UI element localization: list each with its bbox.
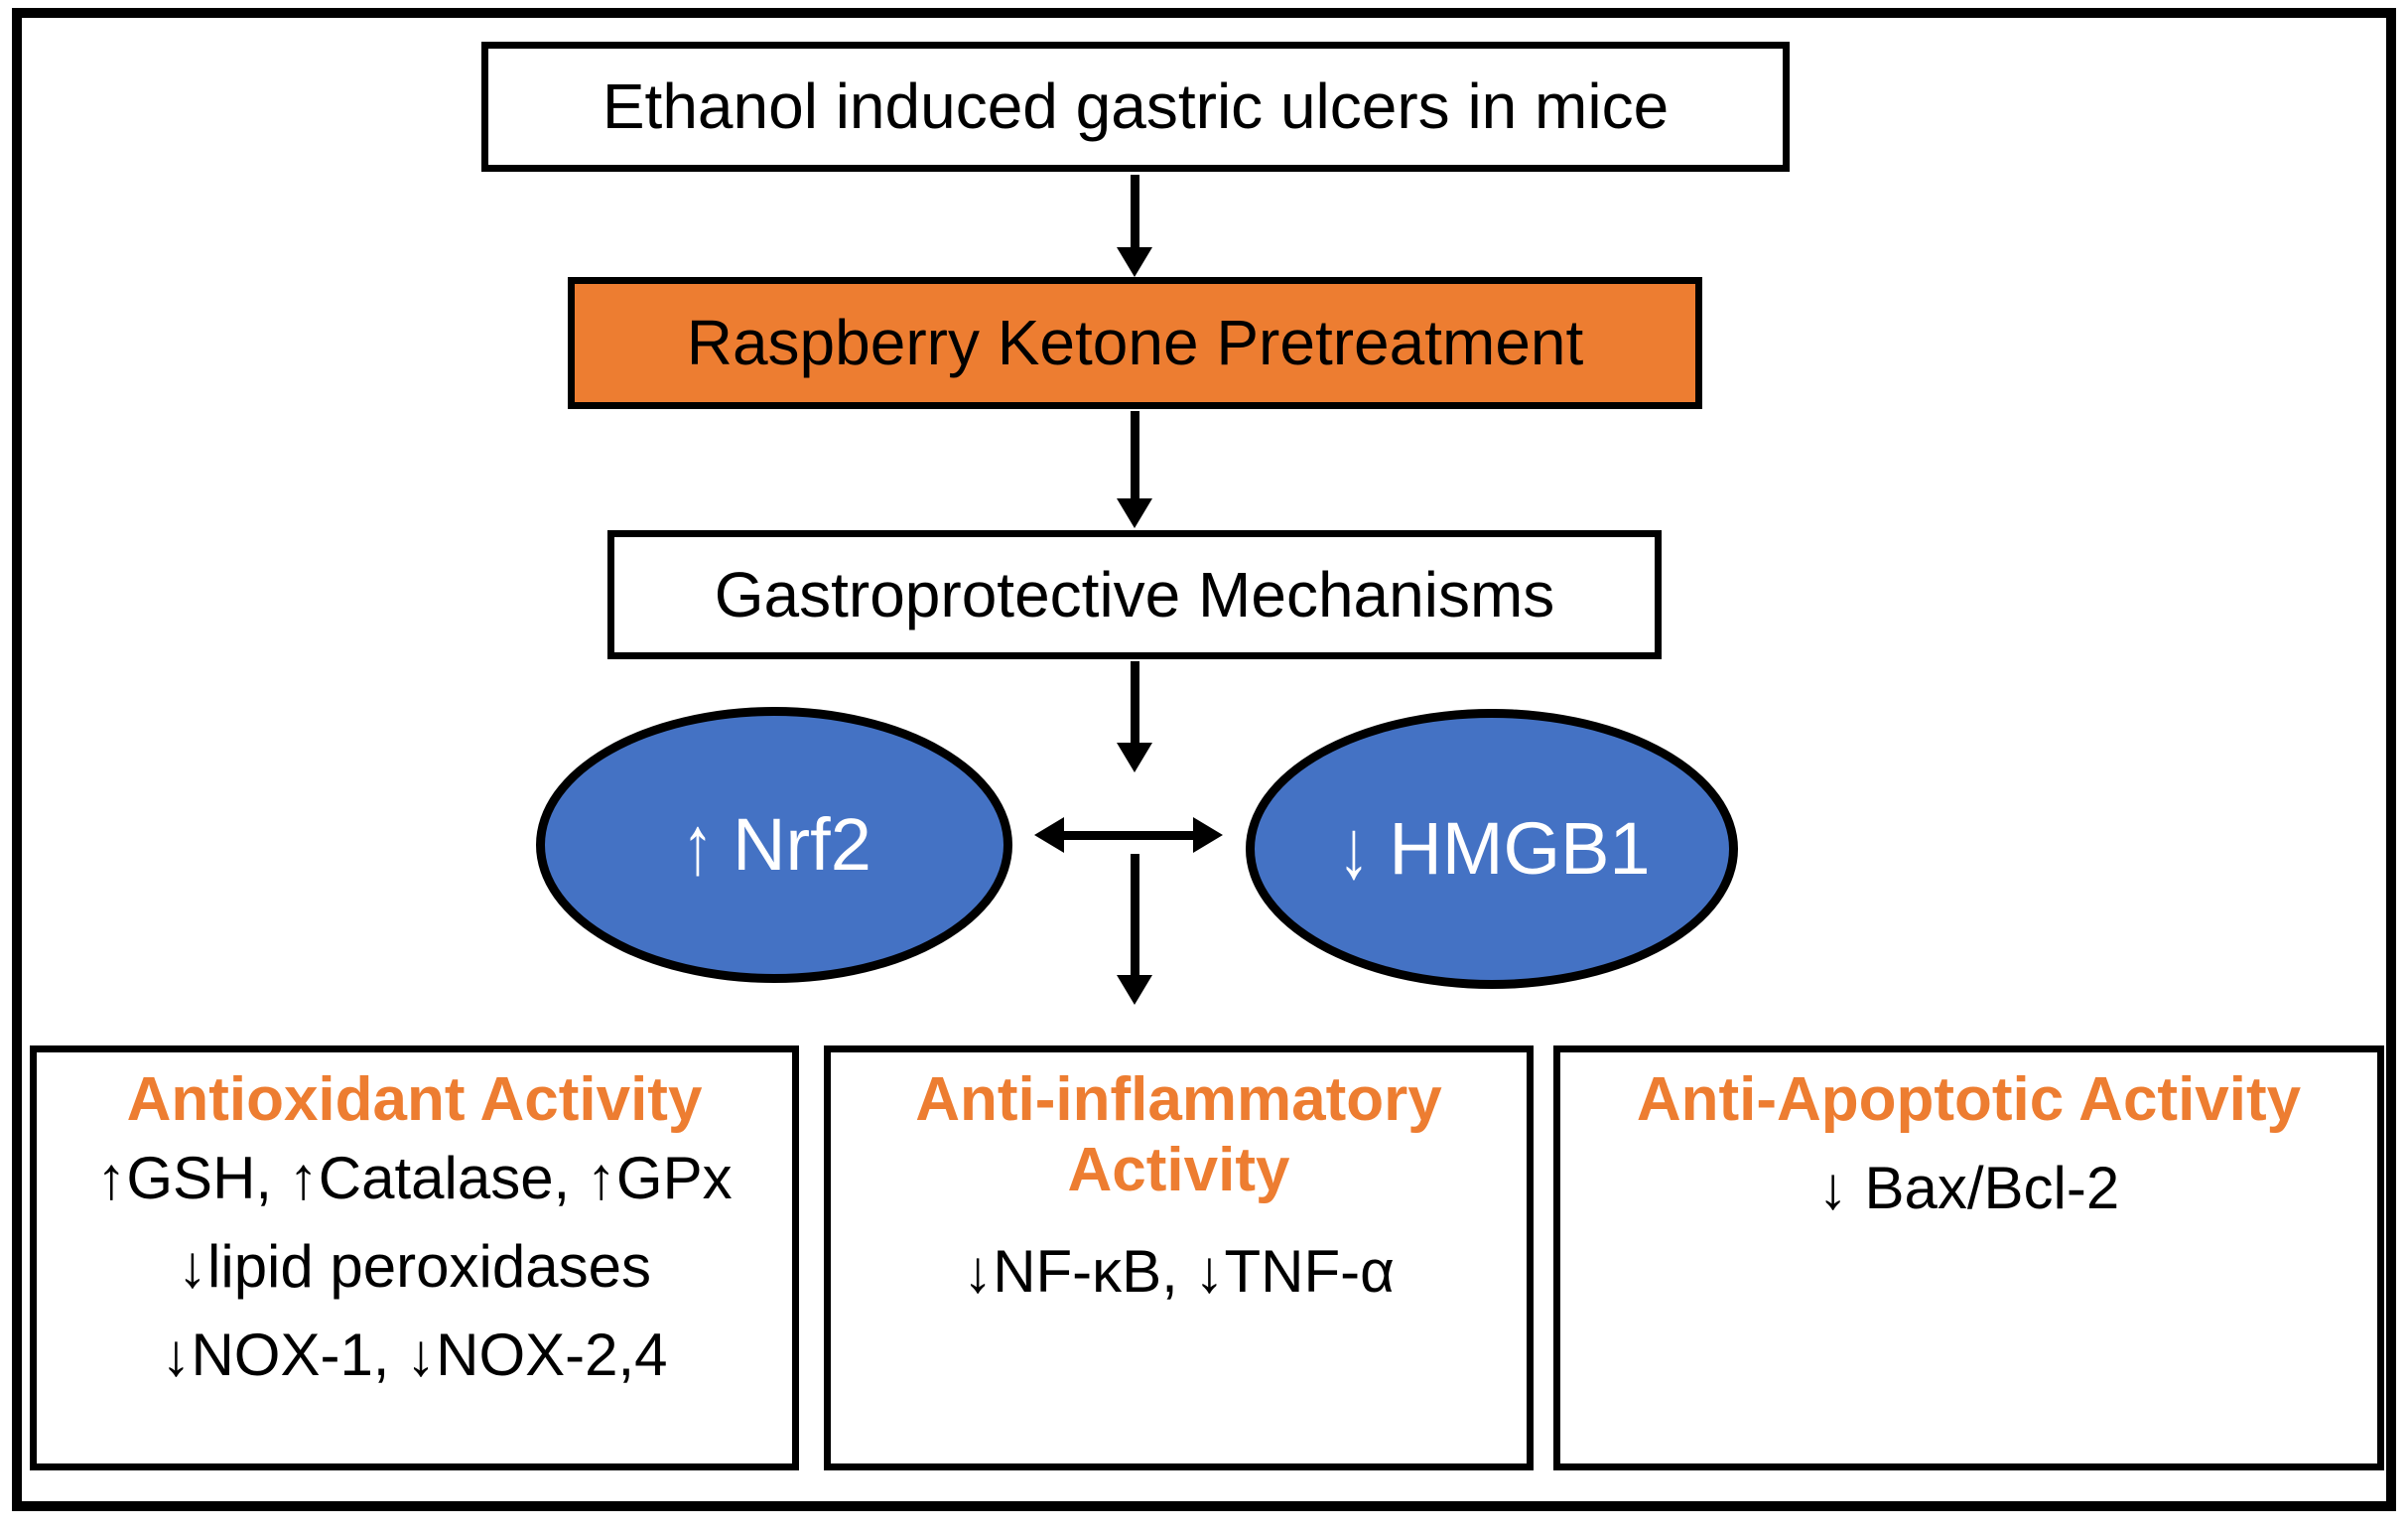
- antioxidant-line-3: ↓NOX-1, ↓NOX-2,4: [161, 1321, 668, 1388]
- anti-inflammatory-line-1: ↓NF-κB, ↓TNF-α: [963, 1237, 1395, 1305]
- anti-apoptotic-activity-title: Anti-Apoptotic Activity: [1636, 1065, 2302, 1134]
- arrow-head-left: [1034, 817, 1064, 853]
- arrow-down-icon-1: [1117, 175, 1152, 277]
- hmgb1-label: HMGB1: [1389, 807, 1651, 890]
- gastroprotective-mechanisms-label: Gastroprotective Mechanisms: [714, 558, 1555, 630]
- up-arrow-icon: ↑: [682, 798, 714, 892]
- arrow-shaft: [1130, 175, 1139, 247]
- antioxidant-line-1: ↑GSH, ↑Catalase, ↑GPx: [96, 1145, 733, 1212]
- anti-inflammatory-activity-title: Anti-inflammatory Activity: [915, 1065, 1442, 1205]
- arrow-head: [1117, 498, 1152, 528]
- arrow-head: [1117, 247, 1152, 277]
- anti-inflammatory-activity-box: Anti-inflammatory Activity ↓NF-κB, ↓TNF-…: [824, 1045, 1534, 1470]
- anti-apoptotic-activity-box: Anti-Apoptotic Activity ↓ Bax/Bcl-2: [1553, 1045, 2384, 1470]
- figure-border: [12, 8, 2396, 1511]
- arrow-down-icon-2: [1117, 411, 1152, 528]
- arrow-down-icon-3: [1117, 661, 1152, 772]
- antioxidant-line-2: ↓lipid peroxidases: [178, 1233, 651, 1301]
- nrf2-content: ↑ Nrf2: [677, 803, 871, 887]
- gastroprotective-mechanisms-box: Gastroprotective Mechanisms: [607, 530, 1662, 659]
- arrow-shaft: [1130, 854, 1139, 975]
- raspberry-ketone-label: Raspberry Ketone Pretreatment: [686, 307, 1584, 379]
- ethanol-ulcers-label: Ethanol induced gastric ulcers in mice: [602, 70, 1670, 143]
- hmgb1-ellipse: ↓ HMGB1: [1246, 709, 1738, 989]
- raspberry-ketone-box: Raspberry Ketone Pretreatment: [568, 277, 1702, 409]
- arrow-shaft: [1130, 411, 1139, 498]
- nrf2-ellipse: ↑ Nrf2: [536, 707, 1012, 983]
- antioxidant-activity-title: Antioxidant Activity: [126, 1065, 703, 1134]
- arrow-head: [1117, 975, 1152, 1005]
- arrow-down-icon-4: [1117, 854, 1152, 1005]
- arrow-head-right: [1193, 817, 1223, 853]
- arrow-head: [1117, 743, 1152, 772]
- double-arrow-icon: [1034, 817, 1223, 853]
- anti-apoptotic-line-1: ↓ Bax/Bcl-2: [1817, 1155, 2120, 1222]
- ethanol-ulcers-box: Ethanol induced gastric ulcers in mice: [481, 42, 1790, 172]
- antioxidant-activity-box: Antioxidant Activity ↑GSH, ↑Catalase, ↑G…: [30, 1045, 799, 1470]
- hmgb1-content: ↓ HMGB1: [1333, 802, 1651, 896]
- down-arrow-icon: ↓: [1338, 802, 1371, 896]
- nrf2-label: Nrf2: [733, 803, 871, 886]
- arrow-shaft: [1130, 661, 1139, 743]
- arrow-shaft: [1064, 830, 1193, 840]
